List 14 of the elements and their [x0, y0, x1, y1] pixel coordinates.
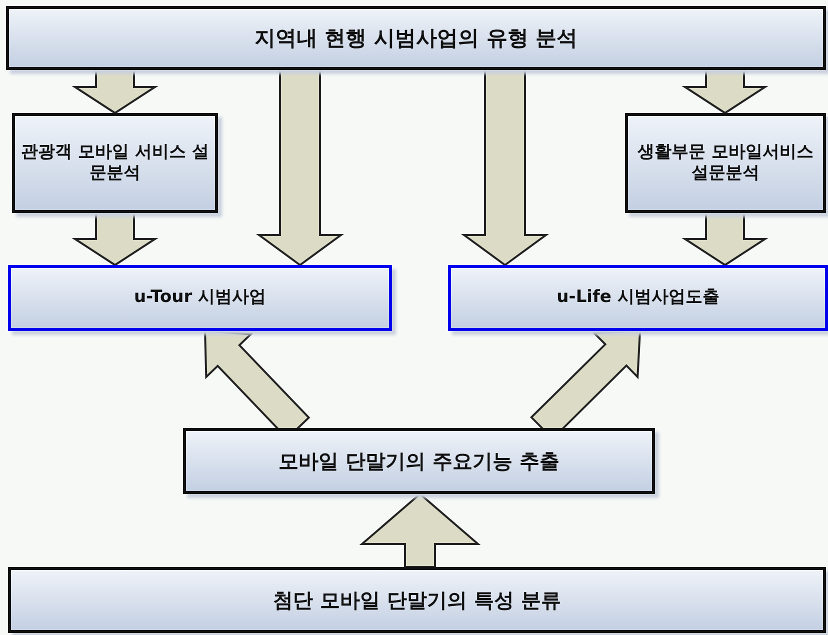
process-box: 지역내 현행 시범사업의 유형 분석 — [6, 6, 826, 70]
process-box: 모바일 단말기의 주요기능 추출 — [183, 428, 655, 494]
block-arrow — [682, 69, 768, 114]
block-arrow — [256, 69, 344, 266]
block-arrow — [460, 69, 550, 266]
block-arrow — [72, 212, 158, 266]
process-box: 관광객 모바일 서비스 설문분석 — [12, 113, 218, 213]
block-arrow — [72, 69, 158, 114]
block-arrow — [359, 492, 481, 568]
process-box: u-Tour 시범사업 — [8, 265, 392, 331]
process-box: u-Life 시범사업도출 — [448, 265, 828, 331]
block-arrow — [682, 212, 768, 266]
process-box: 첨단 모바일 단말기의 특성 분류 — [8, 567, 826, 633]
process-box: 생활부문 모바일서비스 설문분석 — [625, 113, 826, 213]
